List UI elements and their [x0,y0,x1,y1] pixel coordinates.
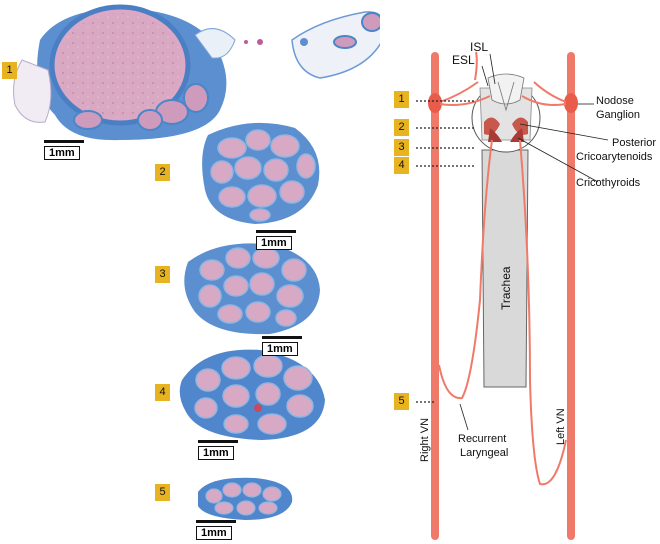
scale-label-1: 1mm [44,146,80,160]
section-3-tissue [184,243,320,335]
scale-label-2: 1mm [256,236,292,250]
recurrent-label-1: Recurrent [458,433,506,445]
scale-bar-5: 1mm [196,520,236,541]
nodose-label-1: Nodose [596,95,634,107]
recurrent-label-2: Laryngeal [460,447,508,459]
section-4-marker: 4 [155,384,170,401]
section-3-marker: 3 [155,266,170,283]
section-1-marker: 1 [2,62,17,79]
superior-laryngeal-branches [439,51,567,106]
scale-label-3: 1mm [262,342,298,356]
esl-label: ESL [452,53,475,67]
right-vagus-nerve [431,52,439,540]
level-1-marker: 1 [394,91,409,108]
cricothyroid-right [488,128,502,142]
posterior-cricoarytenoid-left [512,117,528,135]
section-5-tissue [198,477,293,520]
level-lines [416,100,476,403]
right-nodose-ganglion [428,93,442,113]
left-vagus-nerve [567,52,575,540]
histology-panel [13,4,380,520]
left-vn-label: Left VN [555,408,567,445]
section-2-tissue [202,122,320,224]
scale-label-4: 1mm [198,446,234,460]
level-4-marker: 4 [394,157,409,174]
section-1-tissue [13,4,236,141]
section-1-fragment [244,11,380,79]
level-5-marker: 5 [394,393,409,410]
nodose-label-2: Ganglion [596,109,640,121]
isl-label: ISL [470,40,488,54]
scale-label-5: 1mm [196,526,232,540]
cricothyroids-label: Cricothyroids [576,177,641,189]
scale-bar-4: 1mm [198,440,238,461]
posterior-label-2: Cricoarytenoids [576,151,653,163]
section-4-tissue [179,349,325,440]
section-5-marker: 5 [155,484,170,501]
cricothyroid-left [510,128,524,142]
left-nodose-ganglion [564,93,578,113]
recurrent-laryngeal-nerves [438,139,567,486]
posterior-cricoarytenoid-right [484,117,500,135]
scale-bar-2: 1mm [256,230,296,251]
anatomy-diagram: ISL ESL Nodose Ganglion Posterior Cricoa… [416,40,656,540]
scale-bar-1: 1mm [44,140,84,161]
level-2-marker: 2 [394,119,409,136]
section-2-marker: 2 [155,164,170,181]
posterior-label-1: Posterior [612,137,656,149]
trachea-label: Trachea [499,266,513,310]
level-3-marker: 3 [394,139,409,156]
scale-bar-3: 1mm [262,336,302,357]
right-vn-label: Right VN [419,418,431,462]
